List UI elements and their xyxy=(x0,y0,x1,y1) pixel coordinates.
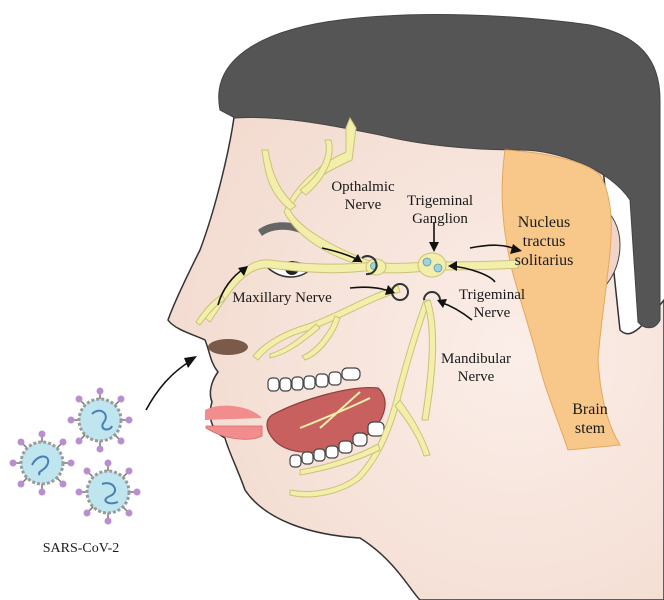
brain-stem-label: Brain stem xyxy=(560,400,620,438)
ophthalmic-line-1: Opthalmic xyxy=(318,178,408,196)
trigeminal-ganglion-line-1: Trigeminal xyxy=(400,192,480,210)
ophthalmic-line-2: Nerve xyxy=(318,196,408,214)
trigeminal-ganglion-line-2: Ganglion xyxy=(400,210,480,228)
brain-stem-line-1: Brain xyxy=(560,400,620,419)
virus-particle xyxy=(76,460,141,525)
nucleus-line-2: tractus xyxy=(504,232,584,251)
lower-lip xyxy=(206,426,262,439)
nucleus-line-3: solitarius xyxy=(504,251,584,270)
trigeminal-nerve-line-1: Trigeminal xyxy=(452,286,532,304)
nostril xyxy=(208,339,248,355)
nucleus-line-1: Nucleus xyxy=(504,213,584,232)
virus-text: SARS-CoV-2 xyxy=(43,541,120,556)
trigeminal-ganglion-label: Trigeminal Ganglion xyxy=(400,192,480,228)
mandibular-line-1: Mandibular xyxy=(432,350,520,368)
virus-label: SARS-CoV-2 xyxy=(26,540,136,558)
mandibular-nerve-label: Mandibular Nerve xyxy=(432,350,520,386)
trigeminal-nerve-line-2: Nerve xyxy=(452,304,532,322)
virus-particle xyxy=(68,388,133,453)
maxillary-text: Maxillary Nerve xyxy=(232,290,332,306)
mandibular-line-2: Nerve xyxy=(432,368,520,386)
maxillary-nerve-label: Maxillary Nerve xyxy=(218,289,346,307)
virus-particle xyxy=(10,431,75,496)
brain-stem-line-2: stem xyxy=(560,419,620,438)
trigeminal-nerve-label: Trigeminal Nerve xyxy=(452,286,532,322)
ophthalmic-nerve-label: Opthalmic Nerve xyxy=(318,178,408,214)
nucleus-tractus-solitarius-label: Nucleus tractus solitarius xyxy=(504,213,584,270)
